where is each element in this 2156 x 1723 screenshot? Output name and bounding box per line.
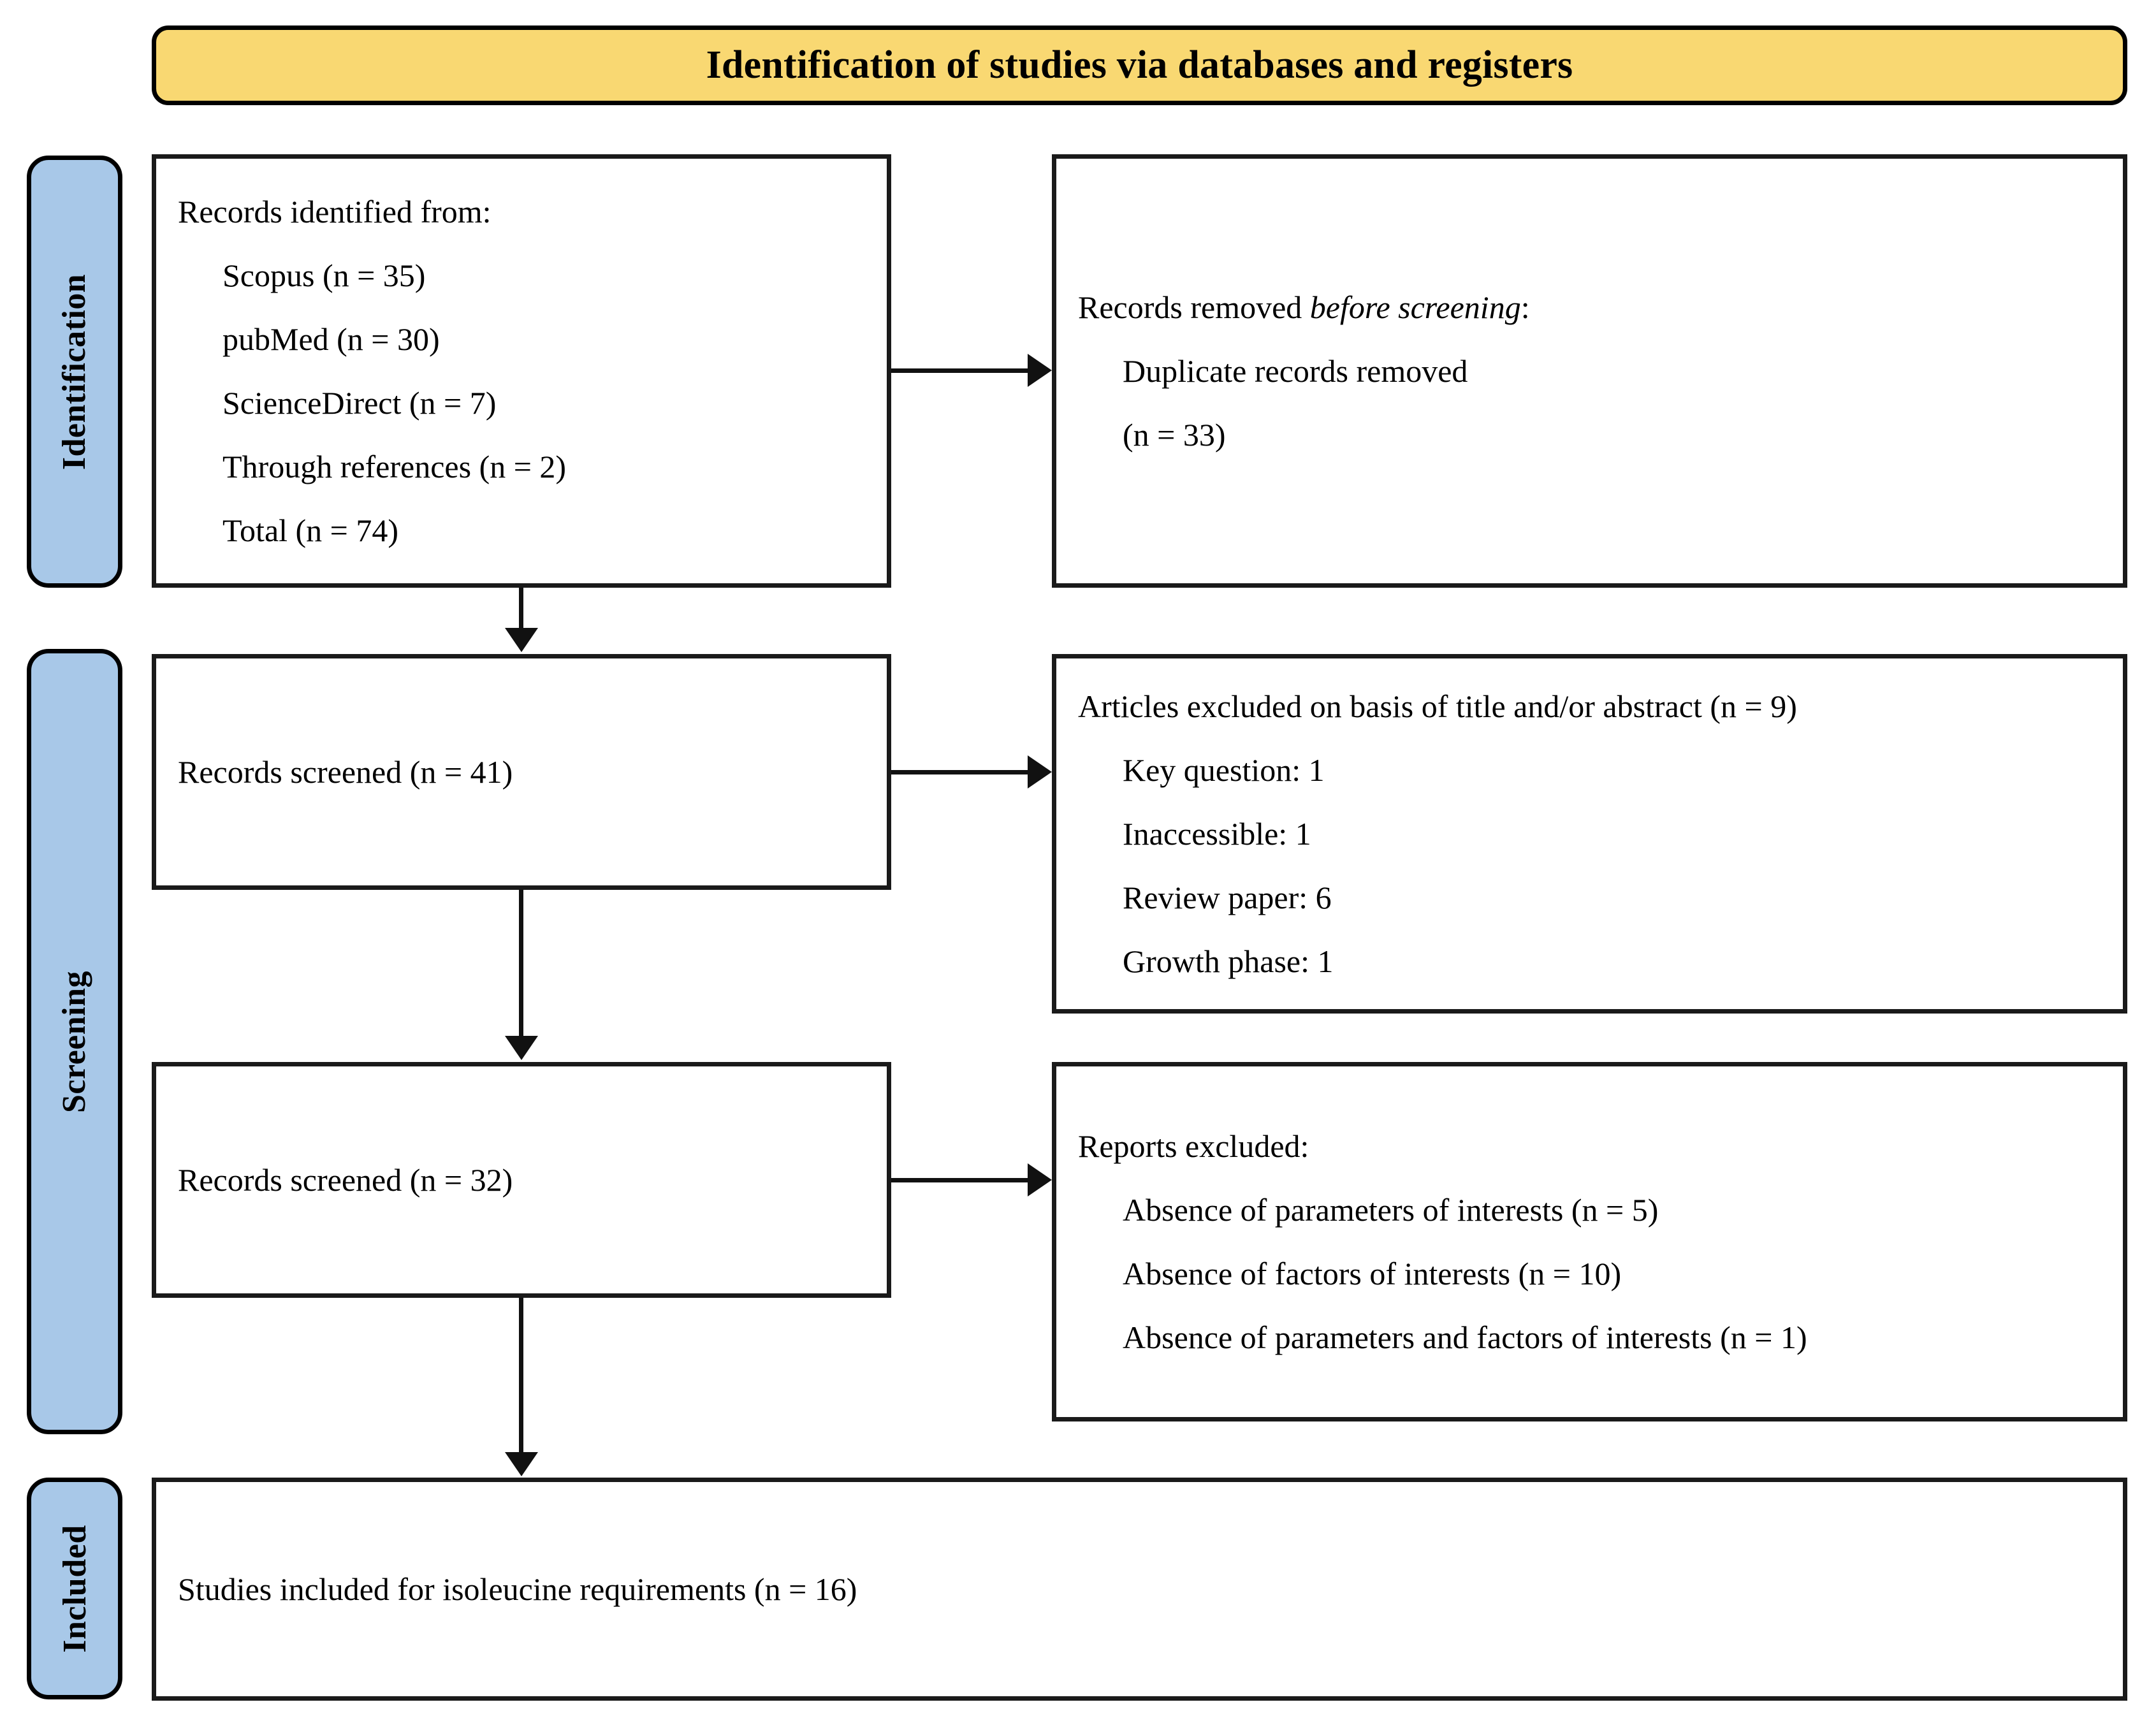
records-removed-heading-prefix: Records removed (1078, 289, 1310, 325)
articles-excluded-item-inaccessible: Inaccessible: 1 (1123, 816, 1311, 852)
stage-label-identification: Identification (27, 156, 122, 588)
records-identified-item-sciencedirect: ScienceDirect (n = 7) (222, 385, 497, 421)
records-removed-heading-suffix: : (1520, 289, 1530, 325)
box-reports-excluded: Reports excluded: Absence of parameters … (1052, 1062, 2127, 1421)
stage-label-screening: Screening (27, 649, 122, 1434)
articles-excluded-heading: Articles excluded on basis of title and/… (1078, 688, 1797, 724)
reports-excluded-item-parameters: Absence of parameters of interests (n = … (1123, 1192, 1659, 1228)
diagram-title-text: Identification of studies via databases … (706, 43, 1573, 87)
diagram-title-banner: Identification of studies via databases … (152, 25, 2127, 105)
box-studies-included: Studies included for isoleucine requirem… (152, 1478, 2127, 1701)
reports-excluded-heading: Reports excluded: (1078, 1128, 1309, 1164)
records-removed-count: (n = 33) (1123, 417, 1226, 453)
articles-excluded-item-review-paper: Review paper: 6 (1123, 880, 1332, 915)
reports-excluded-item-factors: Absence of factors of interests (n = 10) (1123, 1256, 1622, 1291)
box-records-identified: Records identified from: Scopus (n = 35)… (152, 154, 891, 588)
box-records-screened-32: Records screened (n = 32) (152, 1062, 891, 1298)
records-identified-item-pubmed: pubMed (n = 30) (222, 321, 440, 357)
records-removed-heading-italic: before screening (1309, 289, 1521, 325)
articles-excluded-item-growth-phase: Growth phase: 1 (1123, 943, 1334, 979)
records-identified-total: Total (n = 74) (222, 513, 399, 548)
box-articles-excluded-title-abstract: Articles excluded on basis of title and/… (1052, 654, 2127, 1014)
stage-label-included: Included (27, 1478, 122, 1699)
articles-excluded-item-key-question: Key question: 1 (1123, 752, 1325, 788)
box-records-removed: Records removed before screening: Duplic… (1052, 154, 2127, 588)
records-identified-heading: Records identified from: (178, 194, 492, 229)
stage-label-screening-text: Screening (56, 970, 93, 1113)
box-records-screened-41: Records screened (n = 41) (152, 654, 891, 890)
records-identified-item-references: Through references (n = 2) (222, 449, 567, 484)
records-identified-item-scopus: Scopus (n = 35) (222, 258, 426, 293)
stage-label-included-text: Included (56, 1524, 93, 1653)
stage-label-identification-text: Identification (56, 273, 93, 470)
reports-excluded-item-parameters-and-factors: Absence of parameters and factors of int… (1123, 1320, 1807, 1355)
records-screened-32-text: Records screened (n = 32) (178, 1162, 513, 1198)
records-removed-heading: Records removed before screening: (1056, 291, 2123, 323)
records-removed-item-duplicate: Duplicate records removed (1123, 353, 1468, 389)
studies-included-text: Studies included for isoleucine requirem… (178, 1571, 857, 1607)
records-screened-41-text: Records screened (n = 41) (178, 754, 513, 790)
